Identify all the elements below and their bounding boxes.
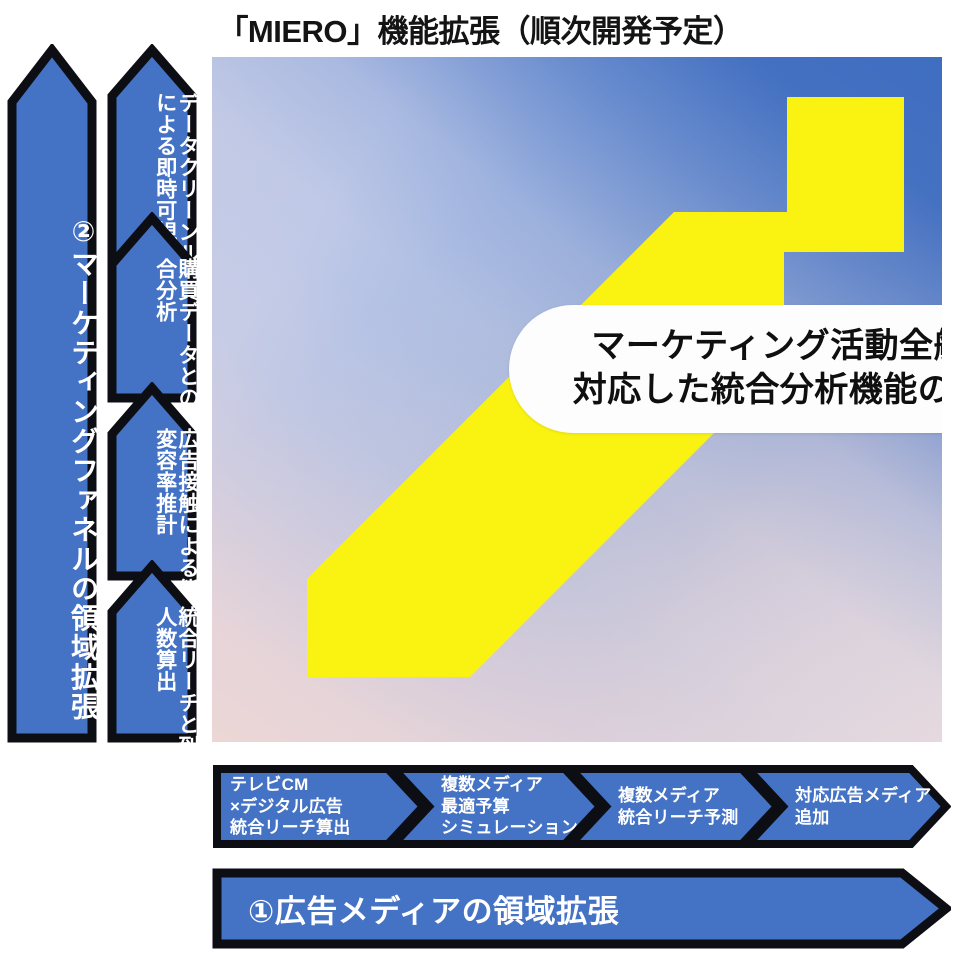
step-4-shape: [743, 765, 951, 848]
feature-arrow-2-shape: [107, 212, 197, 403]
page-title: 「MIERO」機能拡張（順次開発予定）: [217, 14, 744, 49]
feature-arrow-3-shape: [107, 382, 197, 581]
step-3-shape: [566, 765, 782, 848]
feature-arrow-purchase-data[interactable]: 購買データとの統合分析: [106, 212, 199, 430]
feature-arrow-integrated-reach[interactable]: 統合リーチと到達人数算出: [106, 560, 199, 778]
step-2-shape: [389, 765, 605, 848]
ad-media-expansion-banner[interactable]: ①広告メディアの領域拡張: [212, 868, 951, 949]
steps-row: テレビCM ×デジタル広告 統合リーチ算出 複数メディア 最適予算 シミュレーシ…: [212, 764, 951, 849]
bottom-banner-shape: [212, 868, 951, 949]
main-gradient-panel: マーケティング活動全般に 対応した統合分析機能の拡充: [212, 57, 942, 742]
callout-line-1: マーケティング活動全般に: [591, 327, 942, 366]
funnel-arrow-shape: [7, 44, 97, 743]
step-chevron-4[interactable]: 対応広告メディア 追加: [743, 764, 951, 849]
step-1-shape: [213, 765, 428, 848]
feature-arrow-attitude-change[interactable]: 広告接触による態度変容率推計: [106, 382, 199, 622]
funnel-expansion-arrow[interactable]: ②マーケティングファネルの領域拡張: [6, 44, 99, 744]
callout-line-2: 対応した統合分析機能の拡充: [572, 371, 942, 409]
callout-bubble: マーケティング活動全般に 対応した統合分析機能の拡充: [509, 305, 942, 433]
feature-arrow-4-shape: [107, 560, 197, 743]
